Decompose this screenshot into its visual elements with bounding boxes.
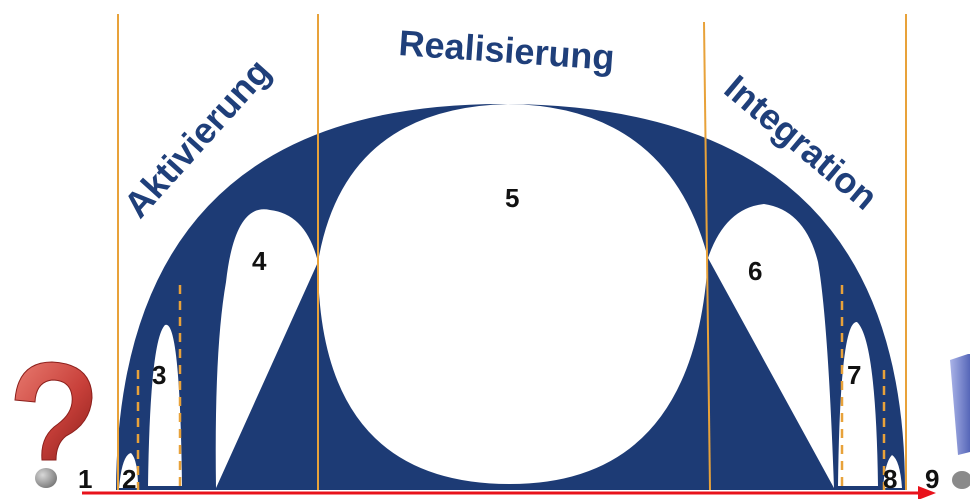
step-number-5: 5 <box>505 183 519 213</box>
arch-shape <box>116 103 905 490</box>
exclamation-mark-icon <box>950 354 970 489</box>
step-number-3: 3 <box>152 360 166 390</box>
question-mark-icon <box>14 361 93 488</box>
step-number-9: 9 <box>925 464 939 494</box>
timeline-arrow <box>82 486 936 499</box>
sub-phase-dividers <box>136 285 886 490</box>
step-number-8: 8 <box>883 464 897 494</box>
step-number-1: 1 <box>78 464 92 494</box>
step-number-7: 7 <box>847 360 861 390</box>
phase-label-realisierung: Realisierung <box>397 22 615 78</box>
step-number-6: 6 <box>748 256 762 286</box>
phase-dividers <box>117 14 907 491</box>
step-number-2: 2 <box>122 464 136 494</box>
step-number-4: 4 <box>252 246 267 276</box>
divider-line-3 <box>703 21 711 491</box>
